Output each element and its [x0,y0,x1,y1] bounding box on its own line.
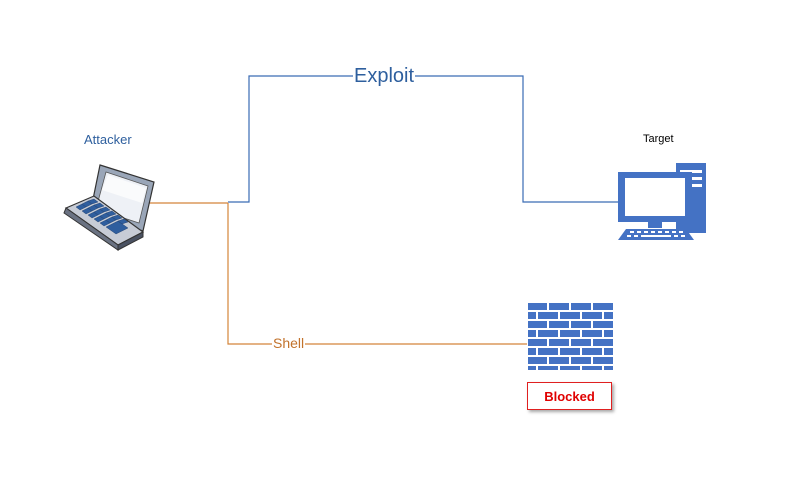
laptop-icon [63,164,155,251]
brick-wall-icon [527,302,614,371]
attacker-label: Attacker [84,132,132,147]
blocked-status-box: Blocked [527,382,612,410]
shell-connector [227,203,527,345]
target-label: Target [643,133,674,145]
desktop-computer-icon [618,163,706,240]
exploit-connector [228,75,620,203]
exploit-label: Exploit [353,65,416,88]
shell-label: Shell [272,335,306,351]
blocked-status-label: Blocked [544,388,595,404]
